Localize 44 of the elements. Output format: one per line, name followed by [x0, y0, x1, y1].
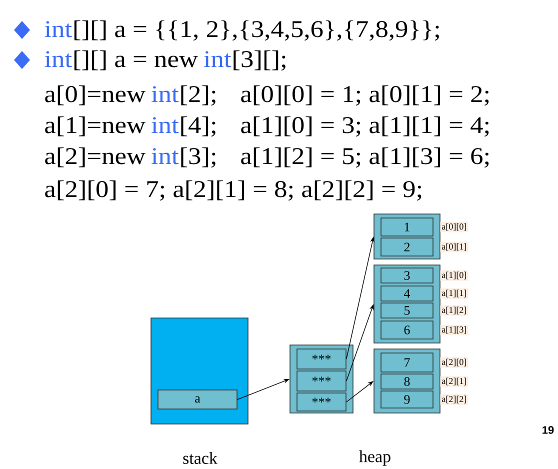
code-text: [3];: [181, 147, 216, 168]
index-tag: a[1][0]: [440, 270, 468, 281]
memory-cell: 8: [380, 374, 434, 390]
code-text: [3][];: [234, 50, 286, 71]
memory-cell: ***: [296, 348, 346, 370]
index-tag: a[2][1]: [440, 376, 468, 387]
memory-cell: 3: [380, 268, 434, 284]
index-tag: a[1][3]: [440, 324, 468, 336]
index-tag: a[2][2]: [440, 394, 468, 405]
code-text: a[1]=new: [45, 116, 146, 136]
memory-cell: 2: [380, 238, 434, 256]
memory-cell: ***: [296, 392, 346, 412]
keyword: int: [152, 86, 179, 102]
area-caption: heap: [359, 450, 390, 466]
memory-cell: a: [158, 390, 238, 410]
keyword: int: [152, 148, 179, 164]
code-text: a[0]=new: [45, 85, 146, 106]
code-text: [][] a = new: [74, 50, 198, 70]
code-text: a[0][0] = 1; a[0][1] = 2;: [241, 85, 489, 106]
keyword: int: [44, 51, 72, 68]
keyword: int: [152, 117, 179, 134]
code-text: a[1][0] = 3; a[1][1] = 4;: [241, 116, 489, 137]
code-text: [2];: [181, 85, 216, 106]
memory-cell: 6: [380, 320, 434, 340]
code-text: a[1][2] = 5; a[1][3] = 6;: [241, 147, 489, 168]
keyword: int: [44, 21, 72, 38]
memory-cell: ***: [296, 370, 346, 392]
memory-cell: 5: [380, 302, 434, 318]
index-tag: a[1][2]: [440, 305, 468, 316]
area-caption: stack: [183, 452, 218, 464]
index-tag: a[2][0]: [440, 357, 468, 368]
code-text: [][] a = {{1, 2},{3,4,5,6},{7,8,9}};: [74, 20, 439, 41]
index-tag: a[0][0]: [440, 222, 468, 232]
index-tag: a[0][1]: [440, 242, 468, 252]
index-tag: a[1][1]: [440, 288, 468, 299]
memory-cell: 1: [380, 218, 434, 236]
memory-cell: 9: [380, 390, 434, 408]
memory-cell: 4: [380, 286, 434, 302]
code-text: a[2]=new: [45, 147, 146, 168]
memory-cell: 7: [380, 352, 434, 372]
code-text: [4];: [181, 116, 216, 137]
keyword: int: [204, 51, 232, 68]
code-text: a[2][0] = 7; a[2][1] = 8; a[2][2] = 9;: [45, 180, 422, 201]
page-number: 19: [542, 426, 554, 434]
